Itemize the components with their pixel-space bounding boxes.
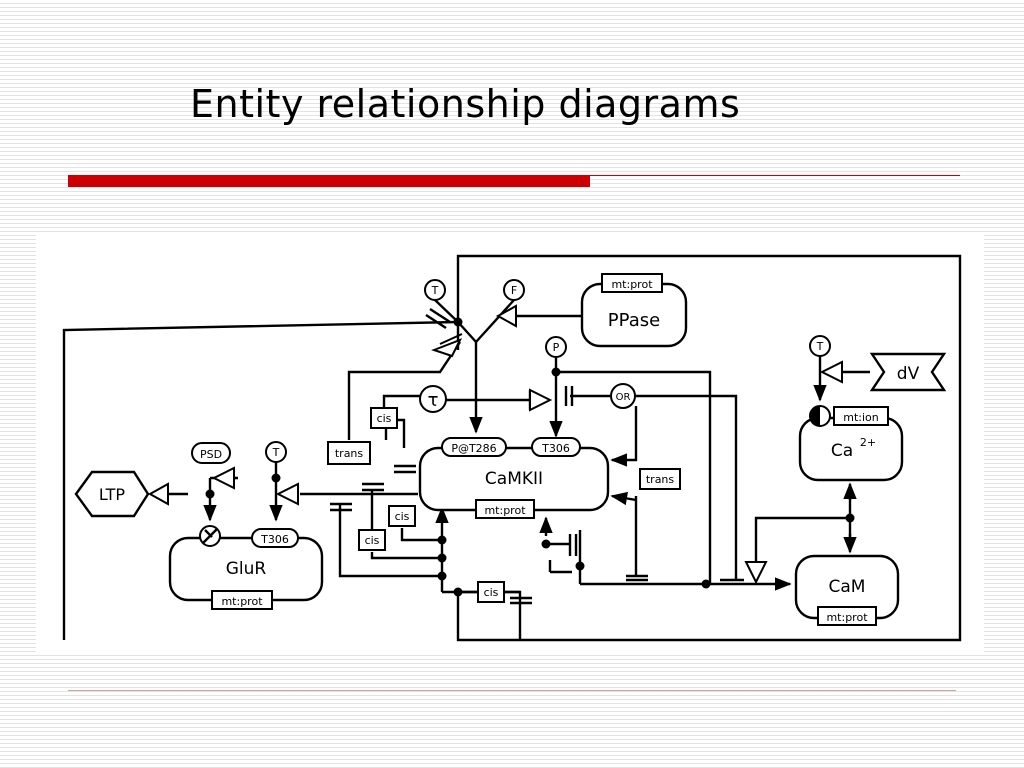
glur-entity: GluR T306 mt:prot (168, 525, 324, 610)
camkii-label: CaMKII (485, 469, 543, 489)
label-cis-1: cis (377, 412, 392, 425)
pphase-entity: PPase mt:prot (580, 273, 688, 348)
state-t-top: T (431, 284, 439, 297)
label-trans-2: trans (646, 473, 675, 486)
ca-label: Ca (831, 441, 853, 461)
relation-labels: cis trans cis cis trans cis (327, 407, 681, 603)
ca-entity: Ca 2+ mt:ion (798, 405, 904, 482)
label-trans-1: trans (335, 447, 364, 460)
dv-label: dV (897, 364, 920, 384)
state-t-ca: T (816, 340, 824, 353)
title-underline-red (68, 175, 590, 187)
dv-node: dV (869, 352, 947, 392)
state-or: OR (616, 392, 631, 403)
diagram-panel: PPase mt:prot CaMKII P@T286 T306 mt:prot… (36, 232, 984, 654)
state-variables: T F P PSD T T τ OR (191, 279, 831, 464)
camkii-entity: CaMKII P@T286 T306 mt:prot (418, 437, 610, 519)
state-psd: PSD (200, 448, 222, 461)
entity-relationship-diagram: PPase mt:prot CaMKII P@T286 T306 mt:prot… (62, 254, 962, 642)
glur-label: GluR (226, 559, 267, 579)
ca-unit: mt:ion (843, 411, 879, 424)
ltp-node: LTP (74, 470, 150, 518)
title-underline-thin (590, 175, 960, 176)
label-cis-3: cis (365, 534, 380, 547)
camkii-site-pt286: P@T286 (451, 442, 496, 455)
ca-charge: 2+ (860, 436, 876, 449)
pphase-label: PPase (608, 310, 660, 331)
cam-label: CaM (829, 577, 866, 597)
footer-divider (68, 690, 956, 691)
glur-unit: mt:prot (221, 595, 263, 608)
slide-title: Entity relationship diagrams (190, 82, 741, 126)
ltp-label: LTP (99, 485, 125, 504)
junction-dots (205, 317, 855, 597)
camkii-site-t306: T306 (541, 442, 570, 455)
stimulation-triangles (147, 304, 843, 585)
state-f-top: F (511, 284, 517, 297)
state-tau: τ (428, 390, 439, 411)
inhibition-bars (330, 307, 744, 605)
cam-unit: mt:prot (826, 611, 868, 624)
pphase-unit: mt:prot (611, 278, 653, 291)
state-t-glur: T (272, 446, 280, 459)
label-cis-4: cis (484, 586, 499, 599)
cam-entity: CaM mt:prot (794, 554, 900, 626)
glur-site-t306: T306 (260, 533, 289, 546)
camkii-unit: mt:prot (484, 504, 526, 517)
state-p-top: P (553, 341, 560, 354)
label-cis-2: cis (395, 510, 410, 523)
